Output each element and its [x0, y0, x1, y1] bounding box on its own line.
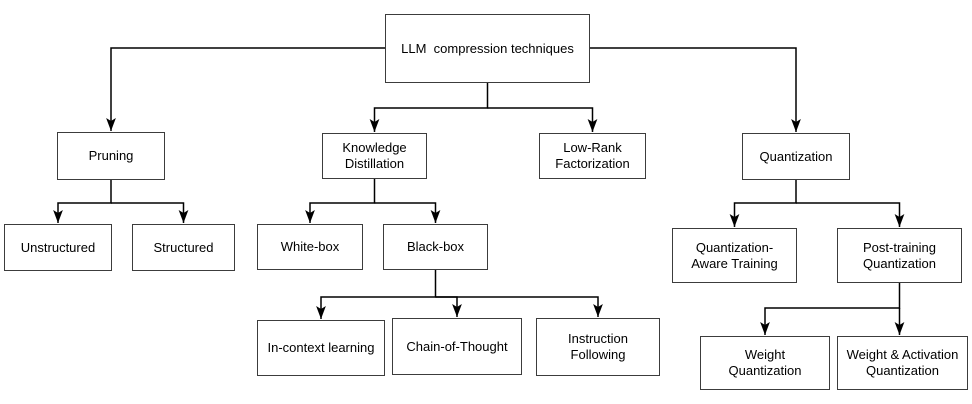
node-low-rank-factorization: Low-Rank Factorization	[539, 133, 646, 179]
node-llm-compression-techniques: LLM compression techniques	[385, 14, 590, 83]
node-chain-of-thought: Chain-of-Thought	[392, 318, 522, 375]
node-structured: Structured	[132, 224, 235, 271]
edge-quantization-qat	[729, 180, 797, 227]
node-black-box: Black-box	[383, 224, 488, 270]
edge-blackbox-instruction-following	[435, 296, 603, 317]
edge-quantization-ptq	[796, 202, 905, 227]
node-post-training-quantization: Post-training Quantization	[837, 228, 962, 283]
edge-blackbox-in-context-learning	[316, 270, 437, 319]
node-quantization-aware-training: Quantization- Aware Training	[672, 228, 797, 283]
node-quantization: Quantization	[742, 133, 850, 180]
edge-root-quantization	[590, 47, 801, 132]
edge-pruning-unstructured	[53, 180, 112, 223]
node-white-box: White-box	[257, 224, 363, 270]
edge-root-knowledge-distillation	[369, 83, 489, 132]
edge-root-pruning	[106, 47, 385, 131]
edge-kd-black-box	[374, 202, 441, 223]
node-knowledge-distillation: Knowledge Distillation	[322, 133, 427, 179]
node-pruning: Pruning	[57, 132, 165, 180]
node-in-context-learning: In-context learning	[257, 320, 385, 376]
edge-root-low-rank-factorization	[487, 107, 598, 132]
edge-kd-white-box	[305, 179, 376, 223]
node-weight-quantization: Weight Quantization	[700, 336, 830, 390]
edge-blackbox-chain-of-thought	[435, 296, 462, 317]
edge-ptq-weight-quantization	[760, 283, 901, 335]
node-unstructured: Unstructured	[4, 224, 112, 271]
edge-pruning-structured	[111, 202, 189, 223]
node-weight-activation-quantization: Weight & Activation Quantization	[837, 336, 968, 390]
node-instruction-following: Instruction Following	[536, 318, 660, 376]
